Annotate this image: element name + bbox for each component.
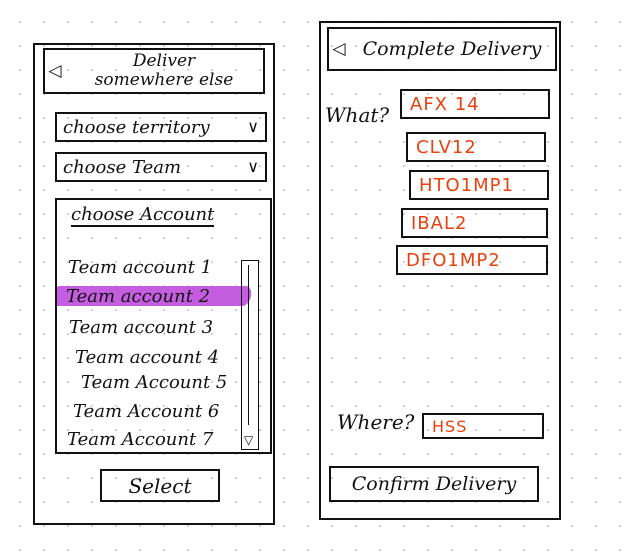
header-deliver-somewhere-else: ◁ Deliver somewhere else — [43, 48, 265, 94]
what-label: What? — [325, 103, 390, 127]
header-title-line1: Deliver — [132, 51, 196, 72]
deliver-somewhere-else-screen: ◁ Deliver somewhere else choose territor… — [33, 43, 275, 525]
team-select[interactable]: choose Team ∨ — [55, 152, 267, 182]
account-select-dropdown: choose Account ∨ Team account 1 Team acc… — [55, 198, 272, 454]
header-title: Deliver somewhere else — [65, 52, 263, 89]
back-arrow-icon[interactable]: ◁ — [332, 38, 346, 59]
account-list-item-selected[interactable]: Team account 2 — [66, 286, 211, 307]
account-list-item[interactable]: Team account 1 — [68, 257, 213, 278]
scrollbar-thumb[interactable] — [248, 265, 249, 425]
account-list-item[interactable]: Team Account 7 — [67, 429, 214, 450]
where-field[interactable]: HSS — [422, 413, 544, 439]
account-list-item[interactable]: Team Account 5 — [81, 372, 228, 393]
account-select-label: choose Account — [71, 204, 215, 227]
delivery-item[interactable]: IBAL2 — [401, 208, 548, 238]
territory-select-label: choose territory — [63, 116, 210, 138]
header-title-line2: somewhere else — [94, 70, 234, 90]
delivery-item[interactable]: DFO1MP2 — [396, 245, 548, 275]
select-button[interactable]: Select — [100, 469, 220, 502]
account-select[interactable]: choose Account ∨ — [71, 204, 270, 227]
account-list-item[interactable]: Team account 4 — [75, 347, 220, 368]
account-list-item[interactable]: Team Account 6 — [73, 401, 220, 422]
delivery-item[interactable]: HTO1MP1 — [409, 170, 549, 200]
where-label: Where? — [337, 410, 415, 434]
delivery-item[interactable]: CLV12 — [406, 132, 546, 162]
scroll-down-arrow-icon[interactable]: ▽ — [244, 433, 254, 447]
header-title: Complete Delivery — [362, 38, 542, 60]
header-complete-delivery: ◁ Complete Delivery — [327, 27, 557, 71]
account-list-scrollbar[interactable]: ▽ — [241, 260, 259, 450]
team-select-label: choose Team — [63, 156, 182, 178]
account-list-item[interactable]: Team account 3 — [69, 317, 214, 338]
chevron-down-icon: ∨ — [269, 204, 270, 227]
chevron-down-icon: ∨ — [247, 157, 259, 176]
chevron-down-icon: ∨ — [247, 117, 259, 136]
back-arrow-icon[interactable]: ◁ — [48, 60, 62, 81]
territory-select[interactable]: choose territory ∨ — [55, 112, 267, 142]
delivery-item[interactable]: AFX 14 — [400, 89, 550, 119]
confirm-delivery-button[interactable]: Confirm Delivery — [329, 466, 539, 502]
complete-delivery-screen: ◁ Complete Delivery What? AFX 14 CLV12 H… — [319, 21, 561, 520]
